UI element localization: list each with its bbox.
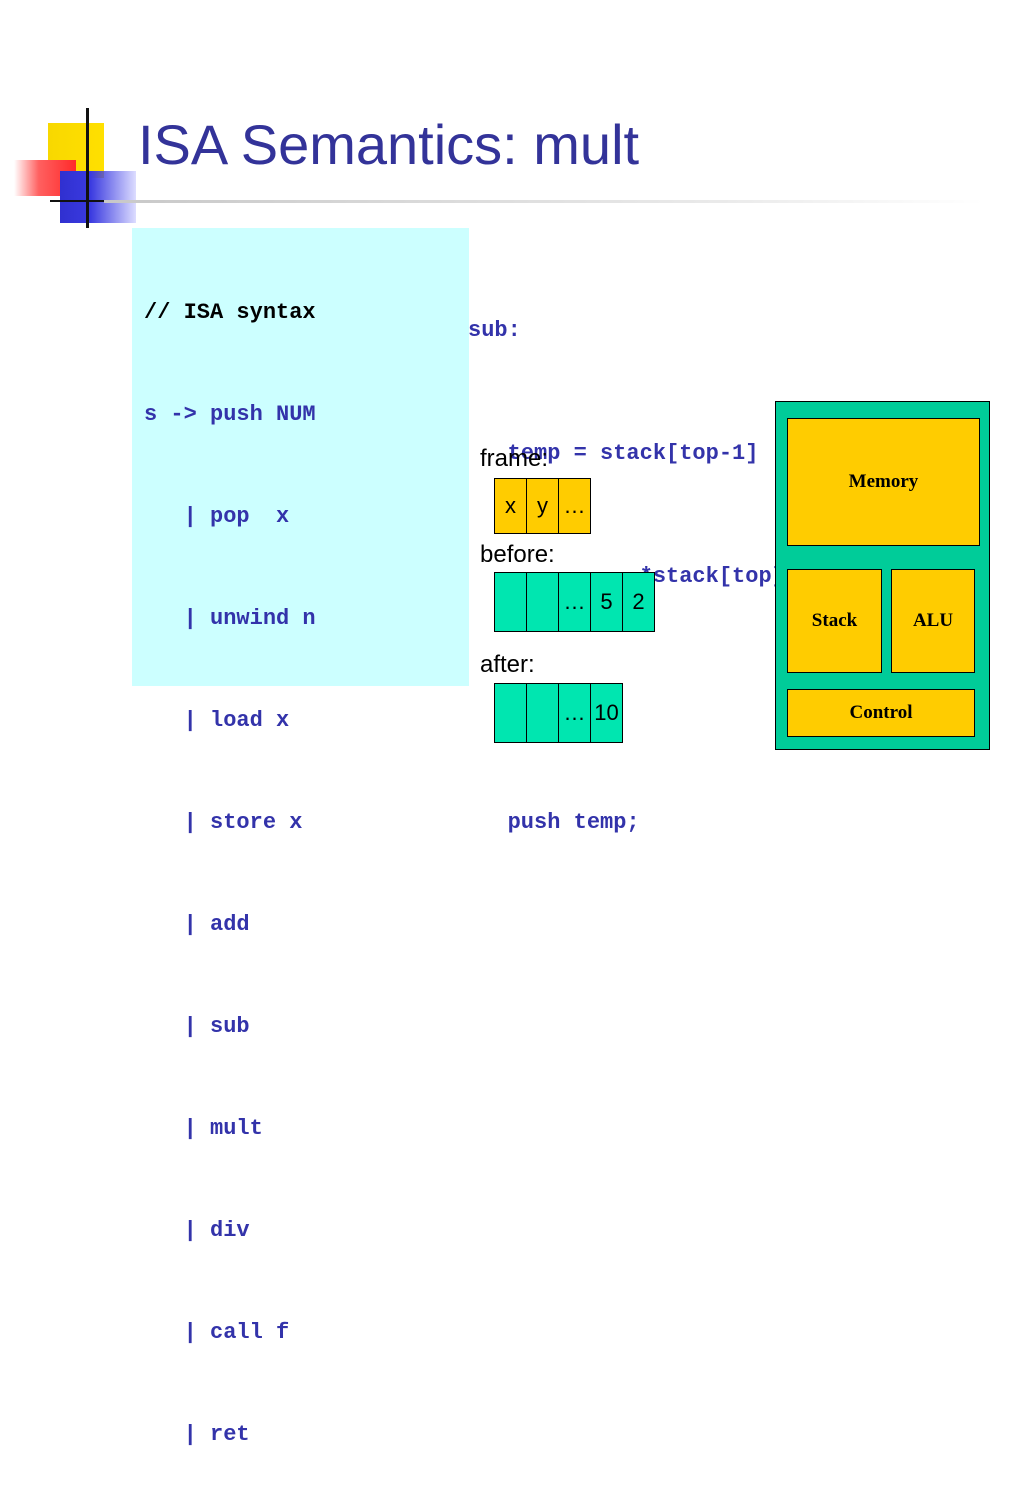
frame-cell: … — [558, 478, 591, 534]
title-rule — [104, 200, 984, 203]
sub-code-line: temp = stack[top-1] — [468, 441, 759, 466]
syntax-line: | ret — [144, 1422, 250, 1447]
sub-code-line: sub: — [468, 318, 521, 343]
before-label: before: — [480, 541, 555, 568]
after-cells: … 10 — [494, 683, 623, 743]
logo-blue-square — [60, 171, 136, 223]
frame-cell: x — [494, 478, 527, 534]
syntax-line: | mult — [144, 1116, 263, 1141]
syntax-line: | div — [144, 1218, 250, 1243]
after-cell: … — [558, 683, 591, 743]
slide-title: ISA Semantics: mult — [138, 113, 640, 176]
before-cell: … — [558, 572, 591, 632]
syntax-line: | call f — [144, 1320, 290, 1345]
before-cell — [526, 572, 559, 632]
before-cell: 5 — [590, 572, 623, 632]
after-cell — [494, 683, 527, 743]
syntax-line: // ISA syntax — [144, 300, 316, 325]
frame-label: frame: — [480, 445, 549, 472]
after-cell — [526, 683, 559, 743]
before-cells: … 5 2 — [494, 572, 655, 632]
syntax-line: | add — [144, 912, 250, 937]
syntax-line: s -> push NUM — [144, 402, 316, 427]
before-cell — [494, 572, 527, 632]
logo-vertical-line — [86, 108, 89, 228]
stack-block: Stack — [787, 569, 882, 673]
syntax-box — [132, 228, 469, 686]
frame-cells: x y … — [494, 478, 591, 534]
before-cell: 2 — [622, 572, 655, 632]
after-label: after: — [480, 651, 535, 678]
sub-code-line: *stack[top]; — [639, 564, 799, 589]
logo-horizontal-line — [50, 200, 110, 202]
control-block: Control — [787, 689, 975, 737]
syntax-line: | store x — [144, 810, 303, 835]
memory-block: Memory — [787, 418, 980, 546]
after-cell: 10 — [590, 683, 623, 743]
syntax-line: | sub — [144, 1014, 250, 1039]
machine-diagram: Memory Stack ALU Control — [775, 401, 990, 750]
syntax-line: | unwind n — [144, 606, 316, 631]
syntax-line: | load x — [144, 708, 290, 733]
sub-code-line: push temp; — [468, 810, 640, 835]
syntax-line: | pop x — [144, 504, 290, 529]
alu-block: ALU — [891, 569, 975, 673]
frame-cell: y — [526, 478, 559, 534]
syntax-code: // ISA syntax s -> push NUM | pop x | un… — [144, 228, 316, 1486]
